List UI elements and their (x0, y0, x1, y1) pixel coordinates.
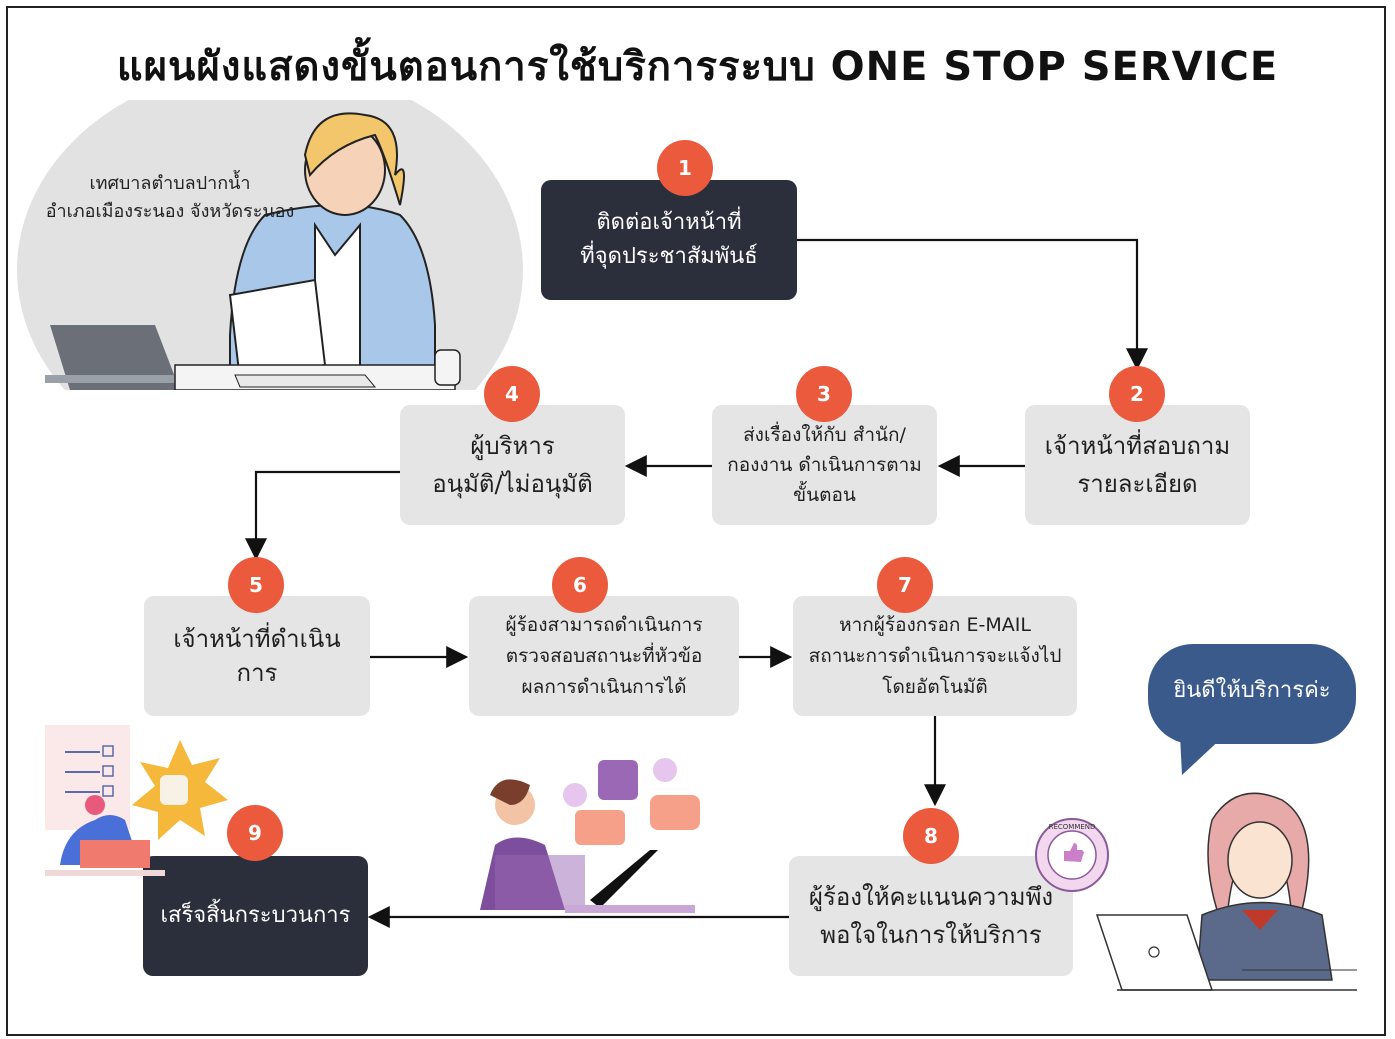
svg-text:RECOMMEND: RECOMMEND (1049, 823, 1096, 831)
step-1-number: 1 (657, 140, 713, 196)
step-3-box: ส่งเรื่องให้กับ สำนัก/ กองงาน ดำเนินการต… (712, 405, 937, 525)
page-title: แผนผังแสดงขั้นตอนการใช้บริการระบบ ONE ST… (116, 44, 1279, 90)
step-4-number: 4 (484, 366, 540, 422)
speech-bubble (1148, 644, 1356, 775)
checklist-thumbs-up-illustration (45, 725, 228, 876)
office-worker-illustration (17, 100, 523, 390)
step-2-number: 2 (1109, 366, 1165, 422)
step-2-box: เจ้าหน้าที่สอบถาม รายละเอียด (1025, 405, 1250, 525)
step-3-number: 3 (796, 366, 852, 422)
step-7-number: 7 (877, 557, 933, 613)
organization-name: เทศบาลตำบลปากน้ำ อำเภอเมืองระนอง จังหวัด… (45, 173, 295, 222)
step-8-number: 8 (903, 808, 959, 864)
step-6-number: 6 (552, 557, 608, 613)
step-5-number: 5 (228, 557, 284, 613)
call-center-agent-illustration (480, 758, 700, 913)
step-5-box: เจ้าหน้าที่ดำเนินการ (144, 596, 370, 716)
greeting-text: ยินดีให้บริการค่ะ (1173, 678, 1331, 703)
girl-with-laptop-illustration (1095, 792, 1357, 991)
step-1-box: ติดต่อเจ้าหน้าที่ ที่จุดประชาสัมพันธ์ (541, 180, 797, 300)
recommend-badge-icon: RECOMMEND (1035, 818, 1109, 892)
step-7-box: หากผู้ร้องกรอก E-MAIL สถานะการดำเนินการจ… (793, 596, 1077, 716)
step-9-number: 9 (227, 805, 283, 861)
step-9-box: เสร็จสิ้นกระบวนการ (143, 856, 368, 976)
step-8-box: ผู้ร้องให้คะแนนความพึง พอใจในการให้บริกา… (789, 856, 1073, 976)
arrow-4-to-5 (245, 470, 400, 561)
step-4-box: ผู้บริหาร อนุมัติ/ไม่อนุมัติ (400, 405, 625, 525)
arrow-1-to-2 (797, 238, 1148, 371)
step-6-box: ผู้ร้องสามารถดำเนินการ ตรวจสอบสถานะที่หั… (469, 596, 739, 716)
